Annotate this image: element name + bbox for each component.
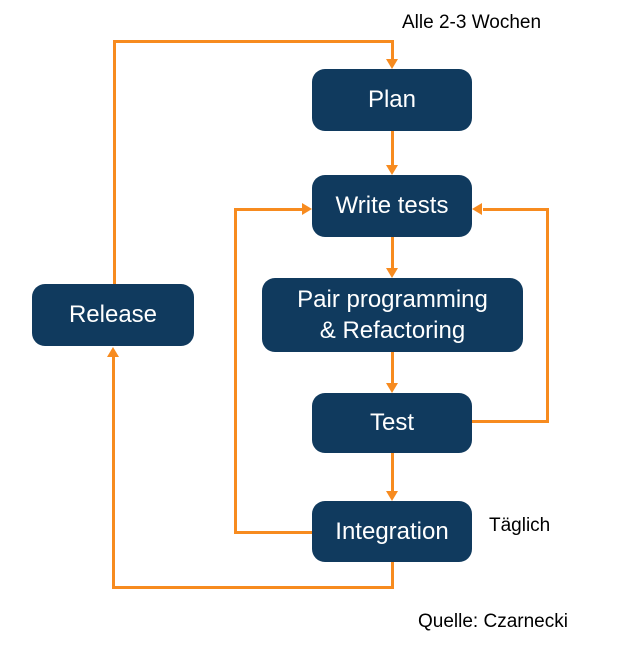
arrowhead-into-writetests-right bbox=[472, 203, 482, 215]
edge-integration-release-vertical-drop bbox=[391, 562, 394, 589]
arrowhead-into-writetests-left bbox=[302, 203, 312, 215]
edge-test-integration bbox=[391, 453, 394, 492]
edge-integration-writetests-horizontal-top bbox=[234, 208, 302, 211]
edge-test-writetests-horizontal-top bbox=[483, 208, 549, 211]
arrowhead-into-test-top bbox=[386, 383, 398, 393]
edge-integration-writetests-horizontal-bottom bbox=[234, 531, 312, 534]
edge-writetests-pair bbox=[391, 237, 394, 269]
node-integration: Integration bbox=[312, 501, 472, 562]
node-plan-label: Plan bbox=[367, 86, 417, 114]
edge-plan-writetests bbox=[391, 131, 394, 166]
node-pair-programming: Pair programming & Refactoring bbox=[262, 278, 523, 352]
node-test-label: Test bbox=[369, 409, 414, 437]
node-integration-label: Integration bbox=[335, 517, 449, 545]
node-write-tests: Write tests bbox=[312, 175, 472, 237]
node-test: Test bbox=[312, 393, 472, 453]
source-label: Quelle: Czarnecki bbox=[418, 611, 568, 632]
arrowhead-into-pair-top bbox=[386, 268, 398, 278]
edge-release-plan-horizontal-top bbox=[113, 40, 393, 43]
node-plan: Plan bbox=[312, 69, 472, 131]
edge-integration-writetests-vertical bbox=[234, 208, 237, 534]
edge-pair-test bbox=[391, 352, 394, 384]
arrowhead-into-integration-top bbox=[386, 491, 398, 501]
edge-integration-release-vertical-up bbox=[112, 356, 115, 589]
edge-release-plan-vertical-left bbox=[113, 40, 116, 285]
edge-release-plan-vertical-drop bbox=[391, 40, 394, 60]
daily-label: Täglich bbox=[489, 515, 551, 536]
node-pair-programming-label-line1: Pair programming bbox=[297, 285, 488, 313]
edge-integration-release-horizontal-bottom bbox=[112, 586, 394, 589]
node-release: Release bbox=[32, 284, 194, 346]
node-write-tests-label: Write tests bbox=[335, 192, 449, 220]
node-pair-programming-label-line2: & Refactoring bbox=[319, 317, 466, 344]
edge-test-writetests-horizontal-bottom bbox=[472, 420, 549, 423]
arrowhead-into-writetests-top bbox=[386, 165, 398, 175]
arrowhead-into-release-bottom bbox=[107, 347, 119, 357]
node-release-label: Release bbox=[68, 301, 158, 329]
cycle-weeks-label: Alle 2-3 Wochen bbox=[402, 12, 542, 33]
arrowhead-into-plan-top bbox=[386, 59, 398, 69]
edge-test-writetests-vertical bbox=[546, 208, 549, 423]
